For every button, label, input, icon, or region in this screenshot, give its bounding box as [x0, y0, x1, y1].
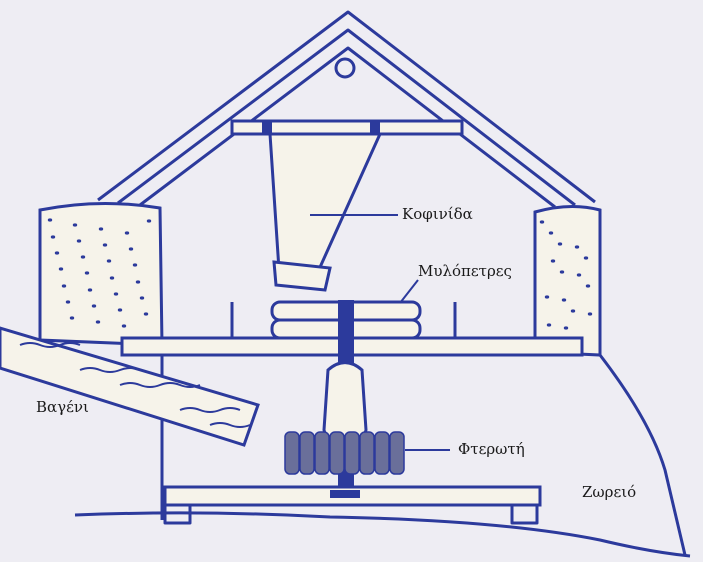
wheel-blade [389, 431, 405, 475]
wheel-blade [314, 431, 330, 475]
water-wheel [284, 431, 450, 475]
wheel-blade [344, 431, 360, 475]
hopper [268, 132, 398, 292]
bottom-frame [163, 485, 542, 525]
wheel-blade [284, 431, 300, 475]
wheel-blade [329, 431, 345, 475]
right-wall [533, 204, 687, 556]
label-millstones: Μυλόπετρες [418, 262, 512, 280]
label-hopper: Κοφινίδα [402, 205, 473, 223]
wheel-blade [299, 431, 315, 475]
wheel-blade [374, 431, 390, 475]
label-wheel-pit: Ζωρειό [582, 483, 637, 501]
label-water-wheel: Φτερωτή [458, 440, 525, 458]
wheel-blade [359, 431, 375, 475]
chute [0, 326, 260, 447]
left-wall [38, 201, 164, 520]
label-chute: Βαγένι [36, 398, 89, 416]
ground-line [74, 511, 691, 558]
roof [97, 10, 596, 209]
